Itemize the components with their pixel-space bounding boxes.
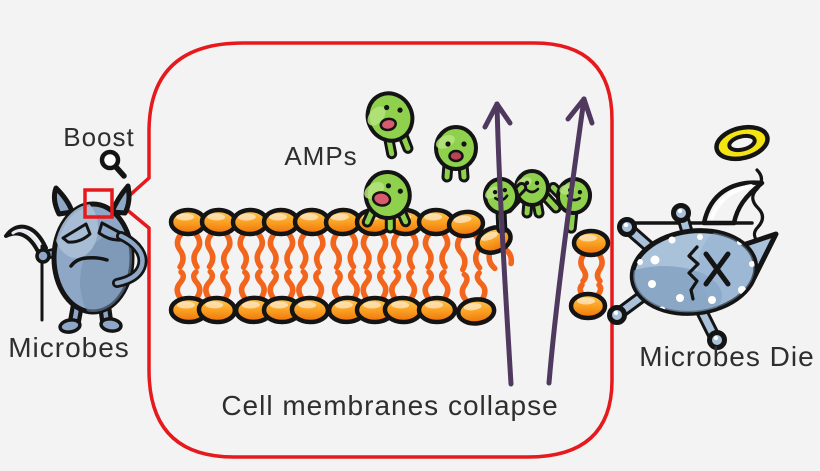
collapse-label: Cell membranes collapse [221, 390, 558, 421]
smirk-mouth [69, 256, 109, 268]
left-horn [51, 185, 75, 217]
microbes-die-label: Microbes Die [639, 341, 814, 372]
amp-character-3 [361, 170, 412, 234]
zoom-region-box [83, 188, 114, 219]
scythe-icon [4, 224, 48, 322]
microbe-character [4, 183, 148, 334]
right-membrane-segment [568, 228, 611, 321]
angry-left-eye [61, 222, 92, 244]
crack-line [687, 245, 700, 301]
lipid-bilayer [171, 209, 611, 325]
amp-character-1 [365, 91, 415, 160]
amp-character-2 [434, 125, 478, 183]
x-eye [703, 251, 731, 287]
right-horn [109, 183, 132, 216]
boost-label: Boost [63, 122, 135, 152]
halo-icon [714, 124, 770, 162]
microbes-label: Microbes [8, 332, 130, 363]
dead-microbe-character [607, 124, 779, 350]
soul-squiggle-icon [751, 168, 765, 246]
up-arrow-icon-left [482, 101, 514, 387]
amps-label: AMPs [284, 141, 357, 171]
callout-box [118, 41, 614, 459]
up-arrow-icon-right [546, 96, 595, 386]
magnifier-icon [99, 149, 127, 179]
